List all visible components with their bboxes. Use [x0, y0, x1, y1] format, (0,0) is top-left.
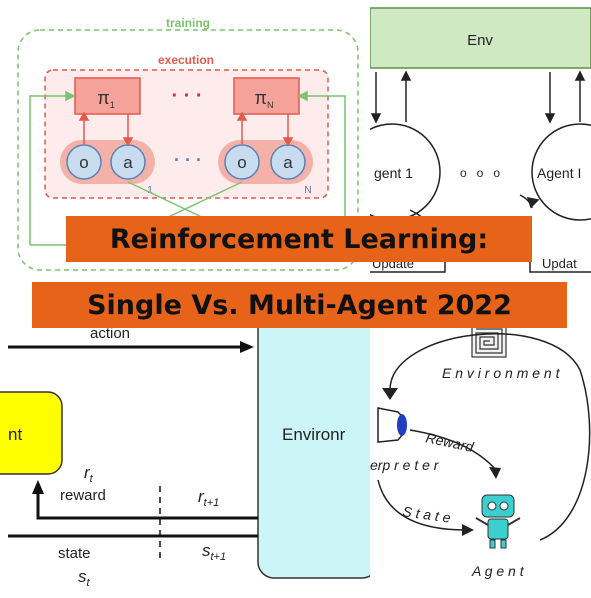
- reward-arrowhead: [32, 480, 44, 494]
- training-frame: [17, 29, 359, 271]
- title-banner-line2: Single Vs. Multi-Agent 2022: [32, 282, 567, 328]
- pill-ellipsis: · · ·: [174, 150, 202, 170]
- environment-label: Environr: [282, 425, 346, 444]
- state-arrowhead: [462, 524, 474, 536]
- rl-loop-diagram: Environr nt action rt reward rt+1 state …: [0, 307, 370, 589]
- action-arrowhead: [240, 341, 254, 353]
- env-label: Env: [467, 32, 493, 49]
- act-n-label: a: [283, 153, 293, 172]
- interpreter-label: erp r e t e r: [370, 457, 440, 473]
- env-box: [370, 7, 591, 69]
- sketch-loop-panel: E n v i r o n m e n t erp r e t e r Rewa…: [370, 290, 591, 598]
- action-label: action: [90, 325, 130, 342]
- obs-n-circle: [224, 144, 260, 180]
- policy-box-n: [233, 77, 300, 115]
- policy-arrows: [78, 111, 294, 147]
- policy-box-1: [74, 77, 141, 115]
- agent-1-label: gent 1: [374, 165, 413, 181]
- state-label: S t a t e: [402, 503, 452, 526]
- policy-n-symbol: πN: [255, 88, 274, 110]
- agent-n-label: Agent I: [537, 165, 581, 181]
- loop-arc: [389, 333, 591, 541]
- s-t1-label: st+1: [202, 541, 226, 563]
- title-line1: Reinforcement Learning:: [109, 223, 489, 255]
- env-arrows: [370, 70, 586, 124]
- r-t-label: rt: [84, 463, 94, 485]
- r-t1-label: rt+1: [198, 487, 219, 509]
- reward-label: Reward: [424, 429, 476, 455]
- reward-arrow: [409, 429, 497, 471]
- robot-icon: [475, 494, 521, 549]
- reward-arrowhead: [489, 467, 501, 479]
- sketch-loop-diagram: E n v i r o n m e n t erp r e t e r Rewa…: [370, 324, 591, 579]
- obs-1-label: o: [79, 153, 88, 172]
- policy-1-symbol: π1: [97, 88, 114, 110]
- s-t-label: st: [78, 567, 91, 589]
- policy-ellipsis: · · ·: [171, 85, 202, 107]
- environment-label: E n v i r o n m e n t: [442, 365, 561, 381]
- maze-icon: [471, 324, 507, 358]
- agent-dots: o o o: [460, 166, 500, 180]
- title-banner-line1: Reinforcement Learning:: [66, 216, 532, 262]
- obs-n-label: o: [237, 153, 246, 172]
- training-label: training: [166, 16, 210, 30]
- eye-icon: [377, 407, 407, 443]
- agent-label: A g e n t: [471, 563, 525, 579]
- update-right-label: Updat: [542, 256, 577, 271]
- agent-label: nt: [8, 425, 22, 444]
- agent-n-node: [531, 123, 591, 221]
- loop-arc-arrowhead: [382, 388, 398, 400]
- rl-loop-panel: Environr nt action rt reward rt+1 state …: [0, 290, 370, 598]
- act-1-label: a: [123, 153, 133, 172]
- reward-label: reward: [60, 487, 106, 504]
- agent-box: [0, 391, 63, 475]
- obs-1-circle: [66, 144, 102, 180]
- state-label: state: [58, 545, 91, 562]
- title-line2: Single Vs. Multi-Agent 2022: [87, 289, 512, 321]
- index-1-label: 1: [147, 185, 153, 196]
- reward-arrow: [36, 490, 258, 520]
- state-arrow: [377, 479, 467, 531]
- index-n-label: N: [304, 185, 311, 196]
- execution-label: execution: [158, 53, 214, 67]
